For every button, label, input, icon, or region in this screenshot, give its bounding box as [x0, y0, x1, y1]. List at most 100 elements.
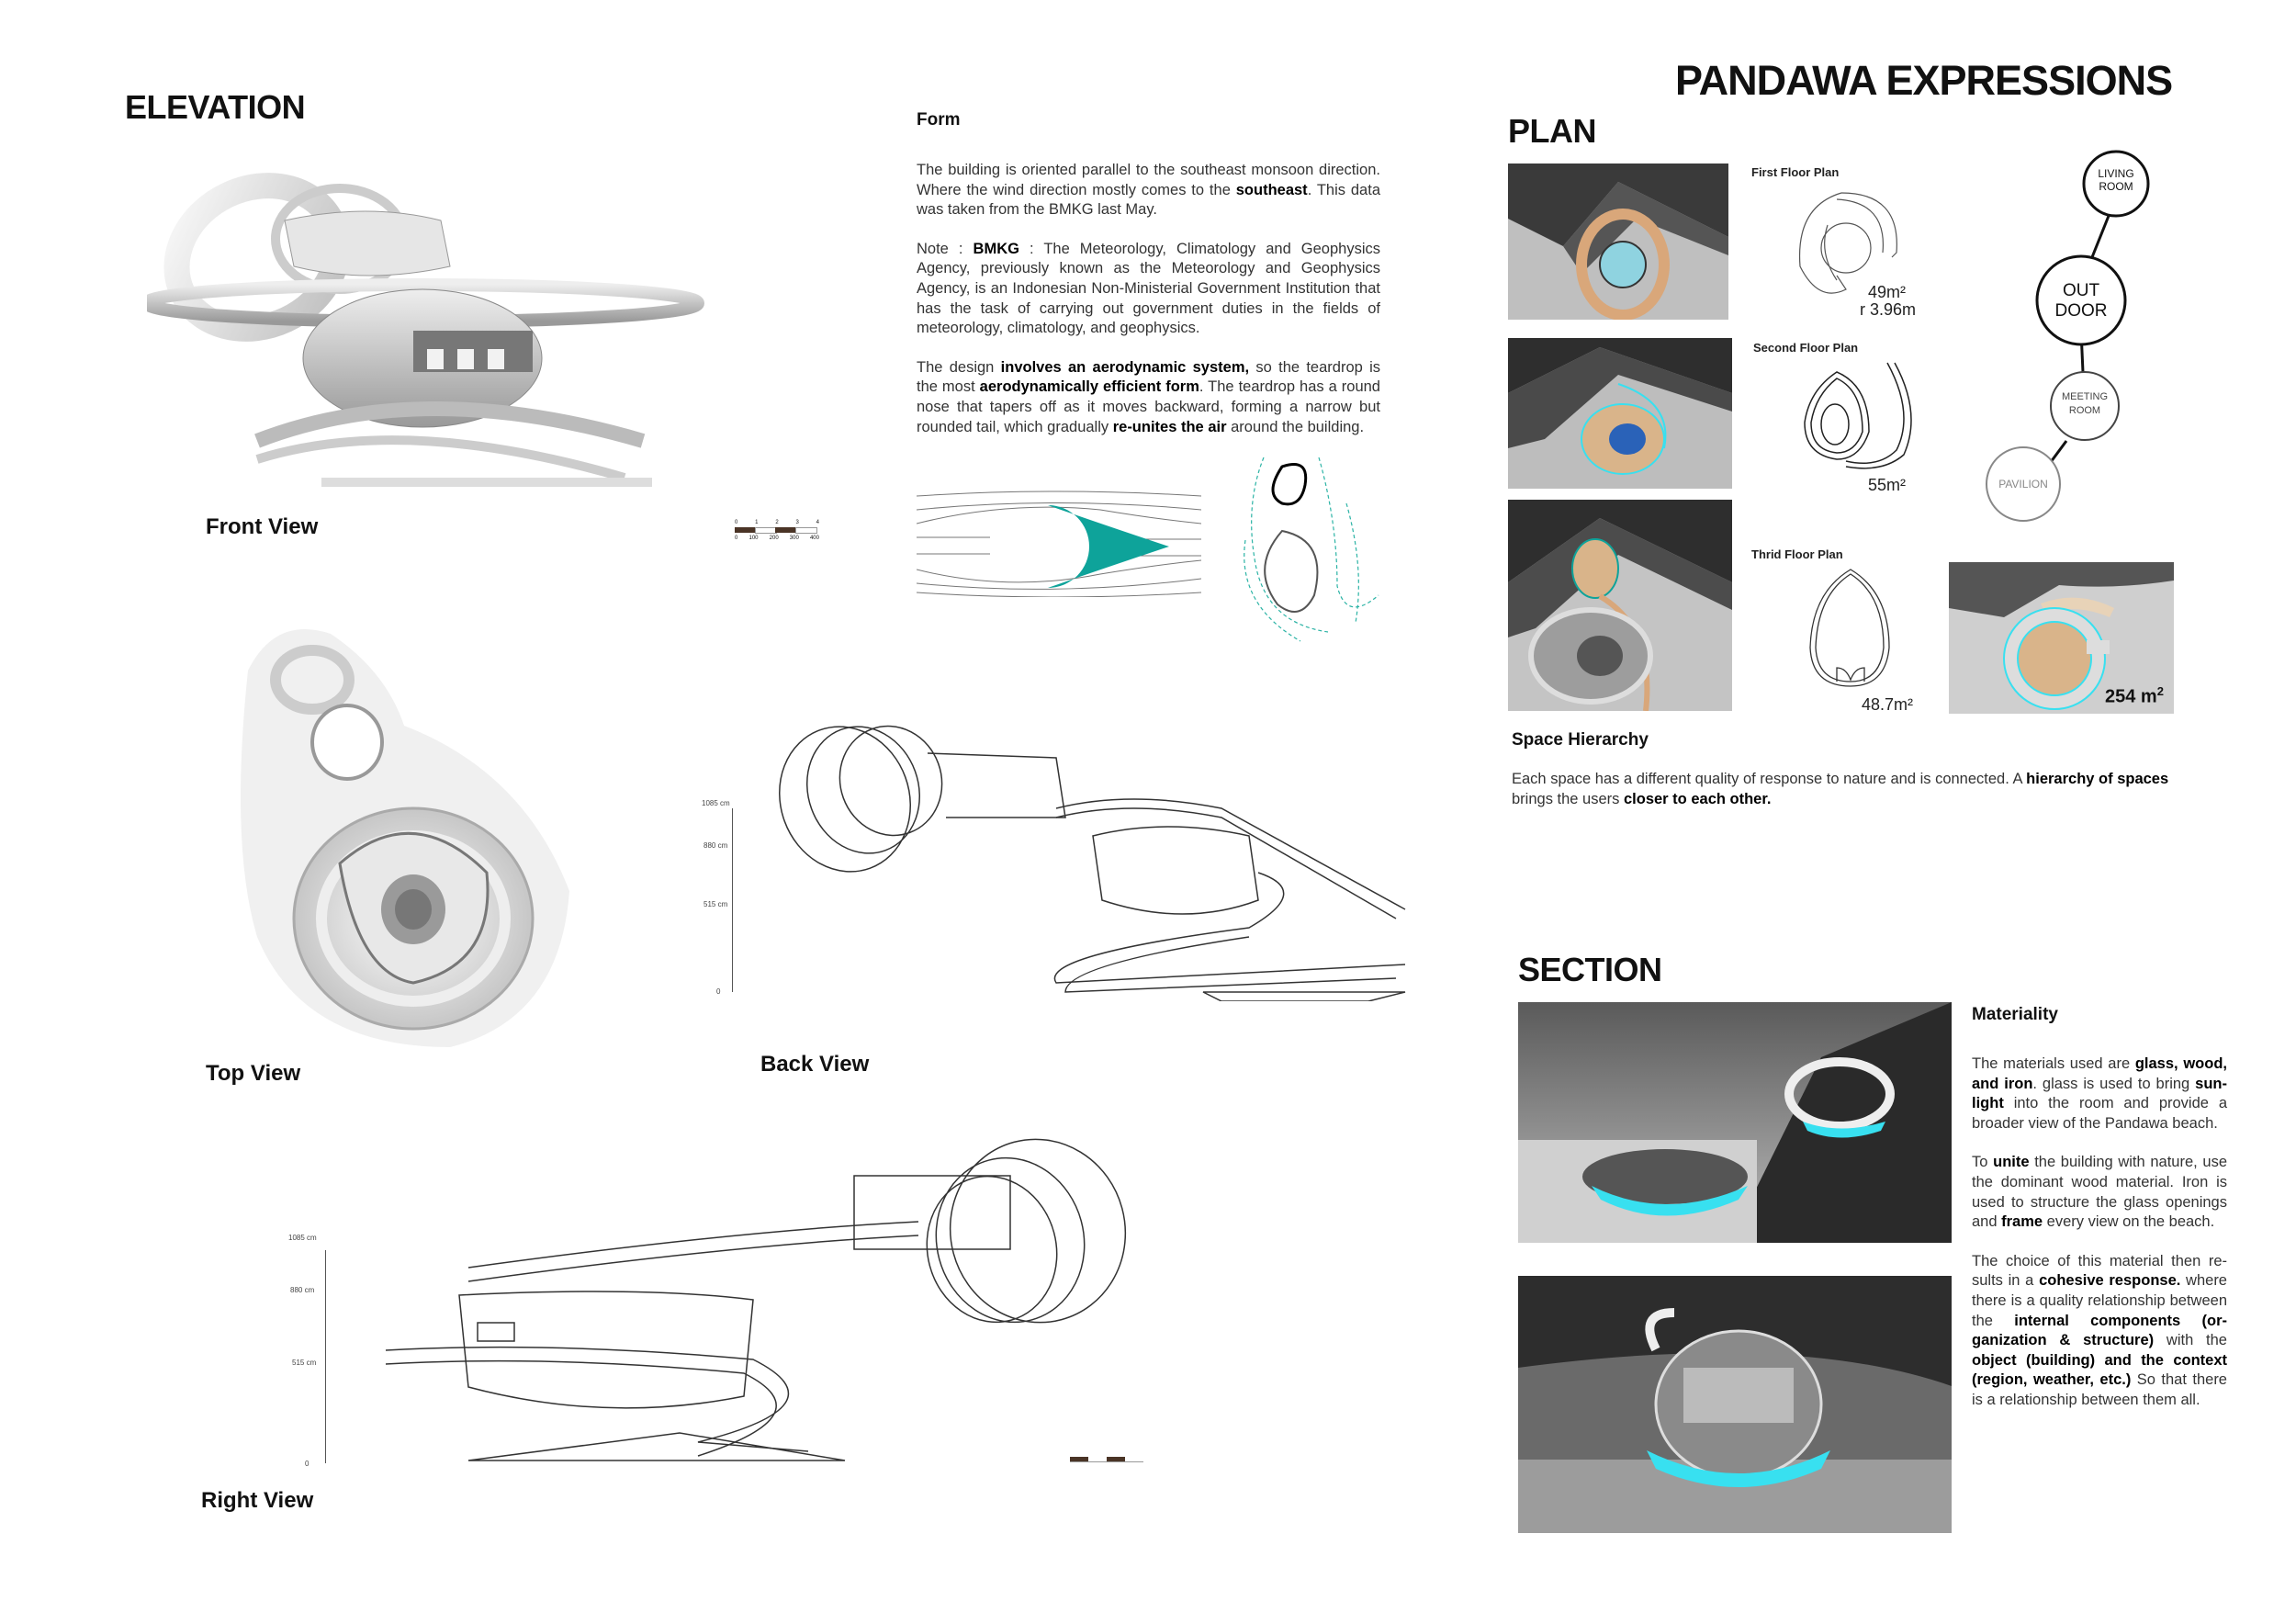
- first-floor-plan-drawing: [1798, 192, 1897, 294]
- text-run: into the room and provide a broader view…: [1972, 1095, 2227, 1132]
- text-run: . glass is used to bring: [2032, 1075, 2196, 1092]
- third-floor-aerial-photo: [1508, 500, 1732, 711]
- scale-top-0: 0: [735, 520, 738, 525]
- emphasis-text: unite: [1993, 1154, 2030, 1171]
- pavilion-area-value: 254 m: [2105, 686, 2157, 707]
- bubble-outdoor: [2035, 254, 2127, 346]
- scale-bottom-4: 400: [809, 536, 819, 541]
- back-view-height-axis: 1085 cm 880 cm 515 cm 0: [698, 799, 735, 996]
- first-floor-area: 49m²: [1868, 283, 1907, 301]
- paragraph: To unite the building with nature, use t…: [1972, 1153, 2227, 1232]
- second-floor-plan-drawing: [1804, 362, 1912, 469]
- paragraph: The design involves an aerodynamic syste…: [917, 358, 1380, 437]
- bubble-label-meeting-room: MEETING ROOM: [2061, 391, 2109, 416]
- bubble-label-outdoor: OUT DOOR: [2054, 281, 2108, 321]
- first-floor-plan-label: First Floor Plan: [1751, 165, 1840, 179]
- emphasis-text: aerodynamically efficient form: [979, 378, 1199, 396]
- right-view-caption: Right View: [201, 1488, 314, 1513]
- text-run: : The Meteorology, Climatology and Geoph…: [917, 240, 1380, 337]
- text-run: . This data was taken from the BMKG last…: [917, 181, 1380, 219]
- paragraph: Note : BMKG : The Meteorology, Climatolo…: [917, 240, 1380, 339]
- scale-top-4: 4: [816, 520, 819, 525]
- wind-flow-diagram: [917, 491, 1201, 597]
- emphasis-text: sun­light: [1972, 1075, 2227, 1112]
- materiality-text: The materials used are glass, wood, and …: [1972, 1054, 2227, 1430]
- text-run: The design: [917, 358, 1001, 376]
- axis-label-515: 515 cm: [703, 900, 728, 908]
- emphasis-text: closer to each other.: [1623, 790, 1772, 807]
- third-floor-plan-label: Thrid Floor Plan: [1751, 547, 1843, 561]
- text-run: . The teardrop has a round nose that tap…: [917, 378, 1380, 435]
- third-floor-area: 48.7m²: [1862, 695, 1914, 714]
- scale-top-2: 2: [775, 520, 779, 525]
- front-view-render: [147, 173, 704, 487]
- emphasis-text: involves an aerodynamic system,: [1000, 358, 1250, 376]
- emphasis-text: object (building) and the context (regio…: [1972, 1351, 2227, 1389]
- emphasis-text: southeast: [1235, 181, 1308, 198]
- second-floor-area: 55m²: [1868, 476, 1907, 494]
- axis-label-880: 880 cm: [290, 1286, 315, 1294]
- text-run: where there is a quality relationship be…: [1972, 1272, 2227, 1329]
- pavilion-area: 254 m2: [2105, 684, 2164, 708]
- text-run: with the: [2154, 1332, 2227, 1349]
- section-heading: SECTION: [1518, 951, 1662, 988]
- text-run: so the teardrop is the most: [917, 358, 1381, 396]
- bubble-label-pavilion: PAVILION: [1998, 478, 2048, 491]
- scale-bottom-3: 300: [789, 536, 799, 541]
- scale-top-3: 3: [795, 520, 799, 525]
- form-heading: Form: [917, 110, 961, 130]
- back-view-drawing: [779, 725, 1406, 1001]
- back-view-caption: Back View: [760, 1052, 870, 1077]
- emphasis-text: hierarchy of spaces: [2026, 771, 2169, 787]
- axis-label-1085: 1085 cm: [702, 799, 730, 807]
- teardrop-shape: [1007, 505, 1169, 588]
- elevation-heading: ELEVATION: [125, 88, 306, 126]
- text-run: around the building.: [1226, 418, 1365, 435]
- pavilion-area-sup: 2: [2156, 684, 2164, 698]
- plan-heading: PLAN: [1508, 112, 1597, 150]
- text-run: The materials used are: [1972, 1055, 2135, 1072]
- scale-bottom-0: 0: [735, 536, 738, 541]
- bubble-pavilion: [1986, 446, 2061, 522]
- scale-top-1: 1: [755, 520, 759, 525]
- emphasis-text: glass, wood, and iron: [1972, 1055, 2227, 1092]
- emphasis-text: cohesive response.: [2039, 1272, 2181, 1290]
- axis-label-0: 0: [716, 987, 721, 996]
- axis-label-515: 515 cm: [292, 1359, 317, 1367]
- page-title: PANDAWA EXPRESSIONS: [1675, 57, 2173, 104]
- top-view-render: [241, 629, 569, 1047]
- teardrop-airflow-diagram: [1244, 457, 1379, 642]
- second-floor-aerial-photo: [1508, 338, 1732, 489]
- emphasis-text: internal components (or­ganization & str…: [1972, 1312, 2227, 1349]
- text-run: the building with nature, use the domina…: [1972, 1154, 2228, 1231]
- text-run: Note :: [917, 240, 974, 257]
- section-render-2: [1518, 1276, 1952, 1533]
- emphasis-text: re-unites the air: [1112, 418, 1227, 435]
- right-view-height-axis: 1085 cm 880 cm 515 cm 0: [276, 1234, 331, 1468]
- pavilion-aerial-photo: [1949, 562, 2174, 714]
- text-run: The building is oriented parallel to the…: [917, 162, 1380, 198]
- space-hierarchy-heading: Space Hierarchy: [1512, 730, 1649, 750]
- emphasis-text: BMKG: [973, 240, 1019, 257]
- emphasis-text: frame: [2001, 1213, 2043, 1231]
- bubble-label-living-room: LIVING ROOM: [2098, 167, 2134, 193]
- axis-label-1085: 1085 cm: [288, 1234, 317, 1242]
- form-text: The building is oriented parallel to the…: [917, 161, 1380, 457]
- scale-bar-small: [1070, 1451, 1151, 1470]
- right-view-drawing: [385, 1138, 1127, 1461]
- text-run: every view on the beach.: [2043, 1213, 2215, 1231]
- first-floor-radius: r 3.96m: [1860, 300, 1917, 319]
- space-hierarchy-text: Each space has a different quality of re…: [1512, 770, 2187, 809]
- third-floor-plan-drawing: [1809, 569, 1890, 687]
- space-hierarchy-bubble-diagram: [1986, 150, 2150, 522]
- bubble-living-room: [2082, 150, 2150, 218]
- paragraph: The building is oriented parallel to the…: [917, 161, 1380, 220]
- second-floor-plan-label: Second Floor Plan: [1753, 341, 1859, 355]
- bubble-meeting-room: [2050, 371, 2120, 441]
- paragraph: The materials used are glass, wood, and …: [1972, 1054, 2227, 1133]
- axis-label-880: 880 cm: [703, 841, 728, 850]
- text-run: The choice of this material then re­sult…: [1972, 1252, 2227, 1290]
- text-run: To: [1972, 1154, 1994, 1171]
- scale-bottom-1: 100: [748, 536, 759, 541]
